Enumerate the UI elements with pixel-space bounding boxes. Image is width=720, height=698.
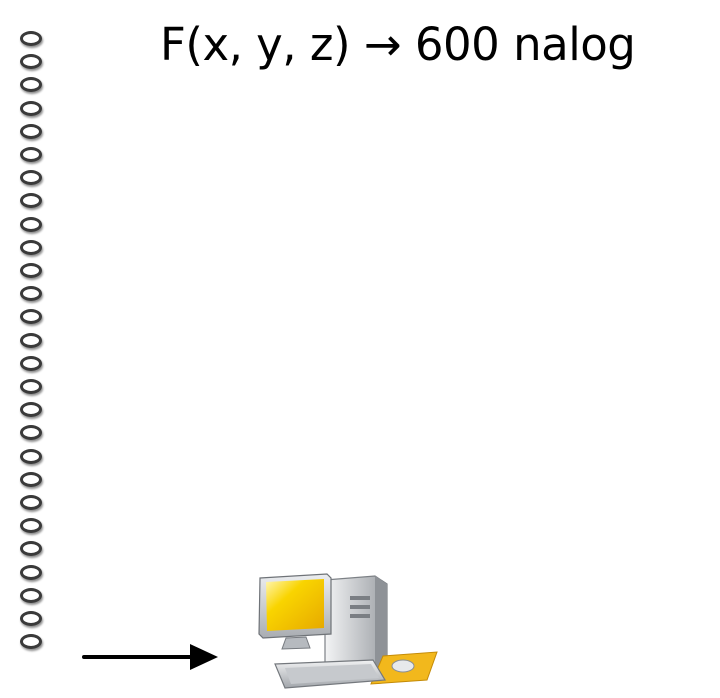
ring-node [20, 564, 42, 580]
ring-node [20, 286, 42, 302]
right-arrow-icon [82, 644, 218, 670]
ring-node [20, 77, 42, 93]
ring-node [20, 147, 42, 162]
ring-node [20, 355, 42, 371]
ring-node [20, 54, 42, 70]
ring-node [20, 170, 42, 186]
formula-title: F(x, y, z) → 600 nalog [160, 18, 636, 71]
ring-node [20, 31, 42, 46]
ring-node [20, 611, 42, 626]
ring-node [20, 587, 42, 603]
ring-column [0, 0, 60, 698]
ring-node [20, 518, 42, 534]
ring-node [20, 193, 42, 209]
ring-node [20, 448, 42, 464]
ring-node [20, 379, 42, 394]
ring-node [20, 541, 42, 557]
ring-node [20, 471, 42, 487]
ring-node [20, 100, 42, 116]
ring-node [20, 263, 42, 278]
desktop-computer-icon [258, 573, 438, 689]
ring-node [20, 634, 42, 650]
ring-node [20, 309, 42, 325]
ring-node [20, 239, 42, 255]
ring-node [20, 425, 42, 441]
ring-node [20, 495, 42, 510]
ring-node [20, 402, 42, 418]
ring-node [20, 123, 42, 139]
ring-node [20, 332, 42, 348]
ring-node [20, 216, 42, 232]
